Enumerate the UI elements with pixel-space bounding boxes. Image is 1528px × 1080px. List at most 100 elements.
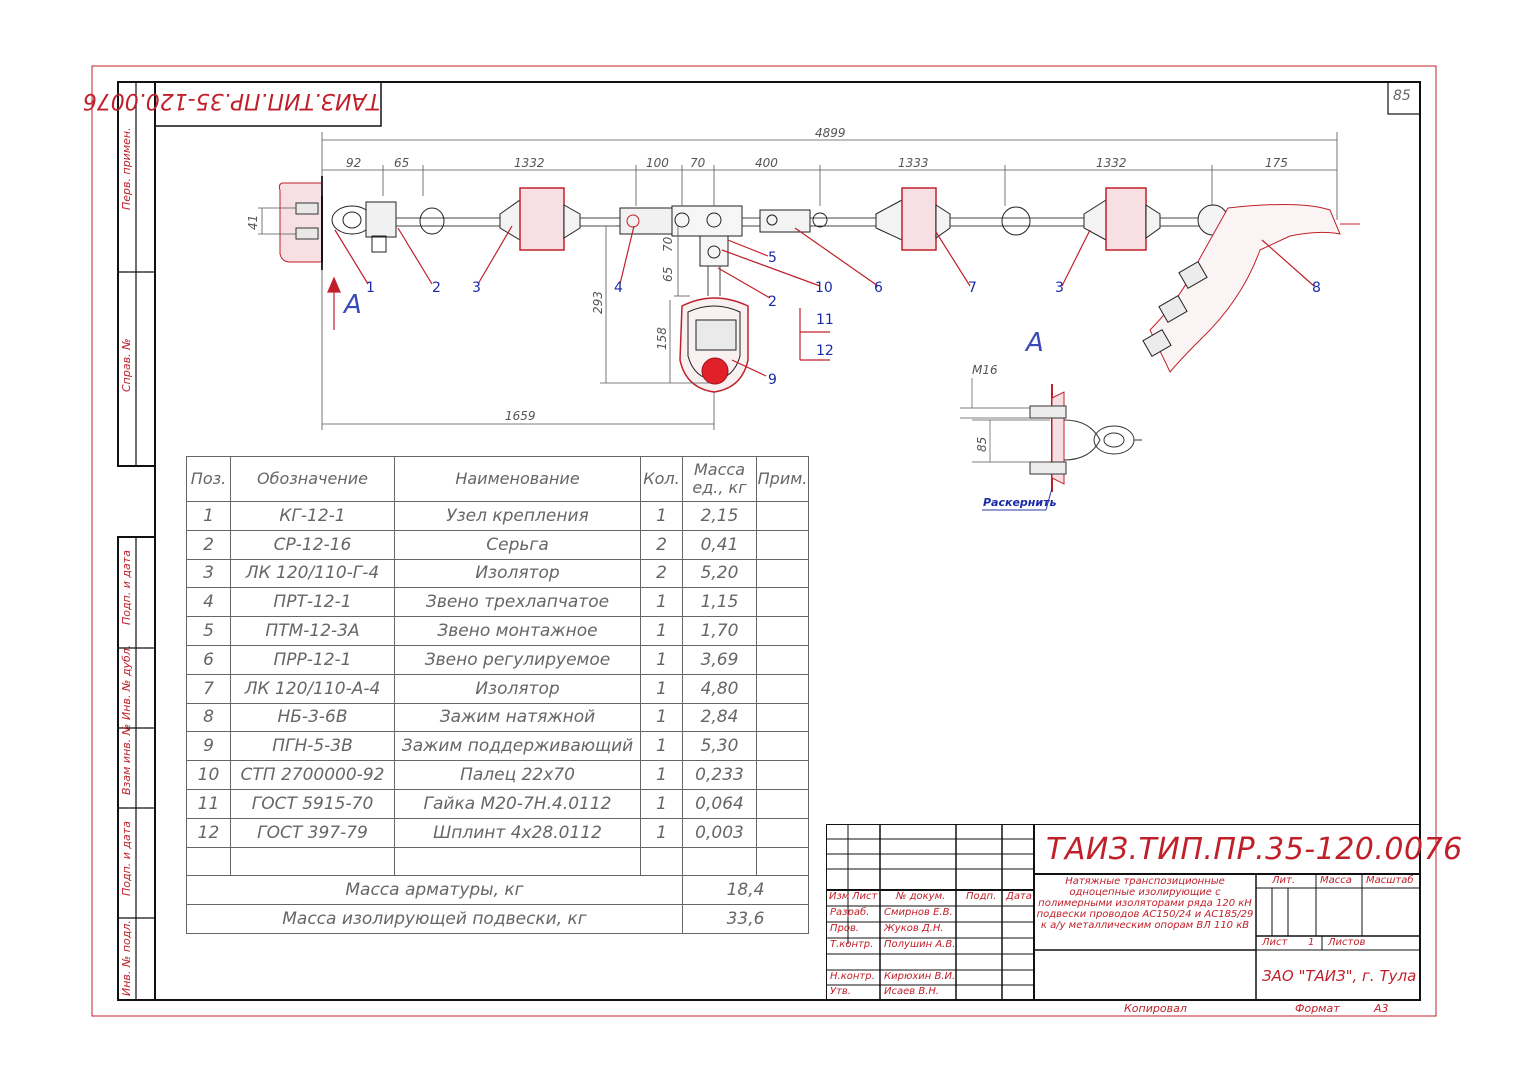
list-label: Лист (1262, 937, 1288, 948)
callout-9: 9 (768, 372, 777, 388)
dim-400: 400 (755, 156, 778, 170)
dim-1332a: 1332 (514, 156, 545, 170)
col-lit: Лит. (1272, 875, 1296, 886)
bom-total-value: 18,4 (682, 875, 809, 906)
callout-11: 11 (816, 312, 834, 328)
bom-pos: 12 (186, 817, 231, 848)
dim-100: 100 (646, 156, 669, 170)
col-data: Дата (1006, 891, 1032, 902)
callout-12: 12 (816, 343, 834, 359)
row-utv: Утв. (830, 986, 851, 997)
dim-70v: 70 (661, 236, 675, 252)
callout-3: 3 (472, 280, 481, 296)
bom-qty: 1 (640, 788, 683, 819)
bom-note (756, 644, 809, 675)
dim-92: 92 (346, 156, 361, 170)
bom-name: Гайка М20-7Н.4.0112 (394, 788, 641, 819)
bom-designation: СР-12-16 (230, 529, 395, 560)
bom-note (756, 529, 809, 560)
razrab-name: Смирнов Е.В. (884, 907, 953, 918)
row-prov: Пров. (830, 923, 860, 934)
title-description: Натяжные транспозиционные одноцепные изо… (1036, 876, 1254, 931)
bom-pos: 8 (186, 702, 231, 733)
bom-name: Изолятор (394, 673, 641, 704)
side-podp-data-1: Подп. и дата (120, 550, 133, 625)
bom-header-name: Наименование (394, 456, 641, 502)
bom-qty: 1 (640, 616, 683, 646)
title-code: ТАИЗ.ТИП.ПР.35-120.0076 (1046, 832, 1463, 867)
bom-header-designation: Обозначение (230, 456, 395, 502)
dim-85: 85 (975, 437, 989, 452)
bom-name: Узел крепления (394, 501, 641, 531)
format-value: А3 (1374, 1002, 1389, 1015)
view-a-detail (960, 378, 1142, 511)
dimension-lines (258, 132, 1338, 430)
kopiroval: Копировал (1124, 1002, 1187, 1015)
bom-mass: 0,41 (682, 529, 757, 560)
view-arrow-label: A (344, 290, 362, 320)
bom-name: Серьга (394, 529, 641, 560)
bom-designation: ПРТ-12-1 (230, 587, 395, 618)
col-massa: Масса (1320, 875, 1352, 886)
bom-note (756, 702, 809, 733)
bom-pos: 10 (186, 760, 231, 790)
trim-frame (91, 65, 1437, 1017)
listov-label: Листов (1328, 937, 1366, 948)
bom-mass: 0,064 (682, 788, 757, 819)
side-perv-primen: Перв. примен. (120, 127, 133, 210)
title-block: ТАИЗ.ТИП.ПР.35-120.0076 Натяжные транспо… (826, 824, 1462, 1000)
leader-lines (327, 225, 1315, 377)
row-razrab: Разраб. (830, 907, 870, 918)
callout-3b: 3 (1055, 280, 1064, 296)
bom-header-mass-line1: Масса (693, 460, 745, 479)
bom-note (756, 673, 809, 704)
bom-name: Палец 22х70 (394, 760, 641, 790)
callout-2: 2 (432, 280, 441, 296)
bom-designation: ПГН-5-3В (230, 731, 395, 762)
bom-qty: 1 (640, 501, 683, 531)
col-podp: Подп. (966, 891, 997, 902)
bom-name: Звено трехлапчатое (394, 587, 641, 618)
row-nkontr: Н.контр. (830, 971, 875, 982)
bom-pos: 5 (186, 616, 231, 646)
bom-pos: 6 (186, 644, 231, 675)
dim-70: 70 (690, 156, 706, 170)
sheet-number: 85 (1393, 88, 1411, 104)
row-tkontr: Т.контр. (830, 939, 874, 950)
bom-mass: 0,233 (682, 760, 757, 790)
bom-designation: НБ-3-6В (230, 702, 395, 733)
bom-name: Зажим поддерживающий (394, 731, 641, 762)
bom-mass: 1,15 (682, 587, 757, 618)
company-name: ЗАО "ТАИЗ", г. Тула (1262, 967, 1417, 985)
col-izm: Изм (829, 891, 850, 902)
callout-6: 6 (874, 280, 883, 296)
bom-mass: 2,15 (682, 501, 757, 531)
dim-1333: 1333 (898, 156, 929, 170)
bom-designation: КГ-12-1 (230, 501, 395, 531)
dim-m16: M16 (972, 363, 998, 377)
bom-qty: 1 (640, 702, 683, 733)
bom-mass: 0,003 (682, 817, 757, 848)
callout-7: 7 (968, 280, 977, 296)
dim-293: 293 (591, 291, 605, 314)
bom-mass: 5,20 (682, 558, 757, 589)
bom-header-row: Поз. Обозначение Наименование Кол. Масса… (186, 456, 809, 502)
bom-note (756, 731, 809, 762)
view-a-title: A (1026, 328, 1044, 358)
bom-qty: 1 (640, 587, 683, 618)
bom-table: Поз. Обозначение Наименование Кол. Масса… (186, 456, 809, 934)
bom-qty: 1 (640, 673, 683, 704)
bom-pos: 2 (186, 529, 231, 560)
side-sprav: Справ. № (120, 338, 133, 392)
bom-designation: ЛК 120/110-Г-4 (230, 558, 395, 589)
prov-name: Жуков Д.Н. (884, 923, 944, 934)
